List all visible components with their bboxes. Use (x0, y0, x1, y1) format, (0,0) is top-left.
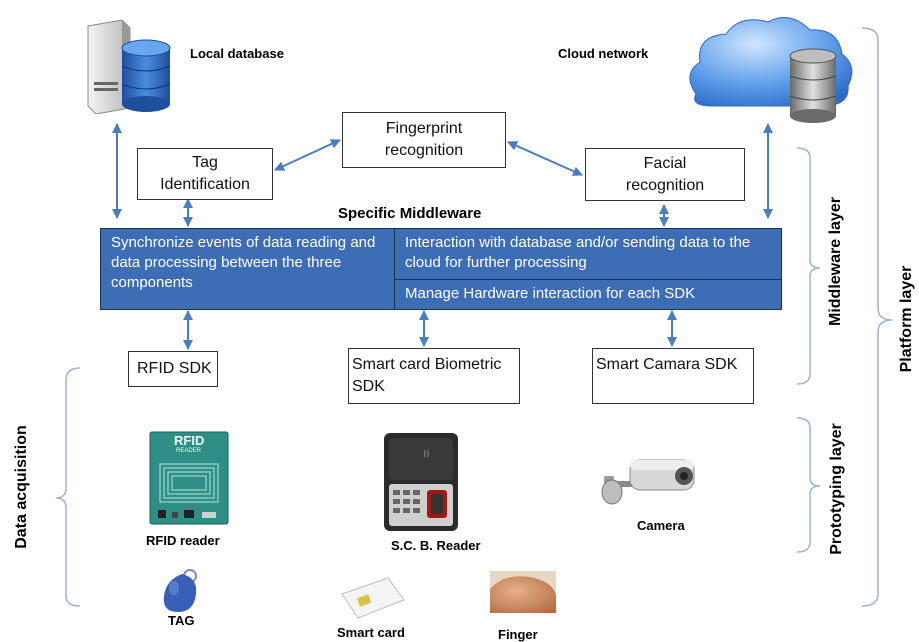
tag-identification-box: Tag Identification (137, 148, 273, 200)
smart-card-sdk-box: Smart card Biometric SDK (348, 348, 520, 404)
local-database-label: Local database (190, 46, 284, 61)
middleware-database-cloud: Interaction with database and/or sending… (394, 228, 782, 280)
scb-reader-image: )) (383, 432, 459, 532)
rfid-reader-label: RFID reader (146, 533, 220, 548)
camera-label: Camera (637, 518, 685, 533)
camera-image (600, 448, 700, 506)
cloud-network-icon (682, 14, 858, 124)
rfid-reader-image (148, 430, 230, 526)
middleware-hardware-interaction: Manage Hardware interaction for each SDK (394, 279, 782, 310)
facial-recognition-box: Facial recognition (585, 148, 745, 201)
tag-label: TAG (168, 613, 195, 628)
bracket-prototyping (796, 417, 821, 553)
smart-card-image (338, 576, 406, 620)
data-acquisition-label: Data acquisition (13, 425, 30, 549)
smart-camera-sdk-box: Smart Camara SDK (592, 348, 754, 404)
platform-layer-label: Platform layer (898, 265, 915, 373)
finger-image (490, 571, 556, 613)
bracket-platform (861, 27, 893, 607)
finger-label: Finger (498, 627, 538, 642)
scb-reader-label: S.C. B. Reader (391, 538, 481, 553)
rfid-sdk-box: RFID SDK (128, 351, 218, 387)
tag-image (160, 568, 200, 614)
rfid-board-subtext: READER (176, 448, 202, 454)
middleware-title: Specific Middleware (338, 205, 482, 222)
smart-card-label: Smart card (337, 625, 405, 640)
middleware-layer-label: Middleware layer (827, 197, 844, 326)
prototyping-layer-label: Prototyping layer (828, 423, 845, 555)
fingerprint-recognition-box: Fingerprint recognition (342, 112, 506, 168)
local-database-icon (82, 18, 174, 115)
svg-text:)): )) (423, 449, 429, 458)
arrow-fingerprint-facial (507, 141, 583, 176)
rfid-board-text: RFID (174, 433, 205, 448)
bracket-data-acquisition (55, 367, 81, 607)
middleware-sync-events: Synchronize events of data reading and d… (100, 228, 395, 310)
cloud-network-label: Cloud network (558, 46, 649, 61)
arrow-tag-fingerprint (274, 139, 341, 171)
bracket-middleware (796, 147, 821, 385)
